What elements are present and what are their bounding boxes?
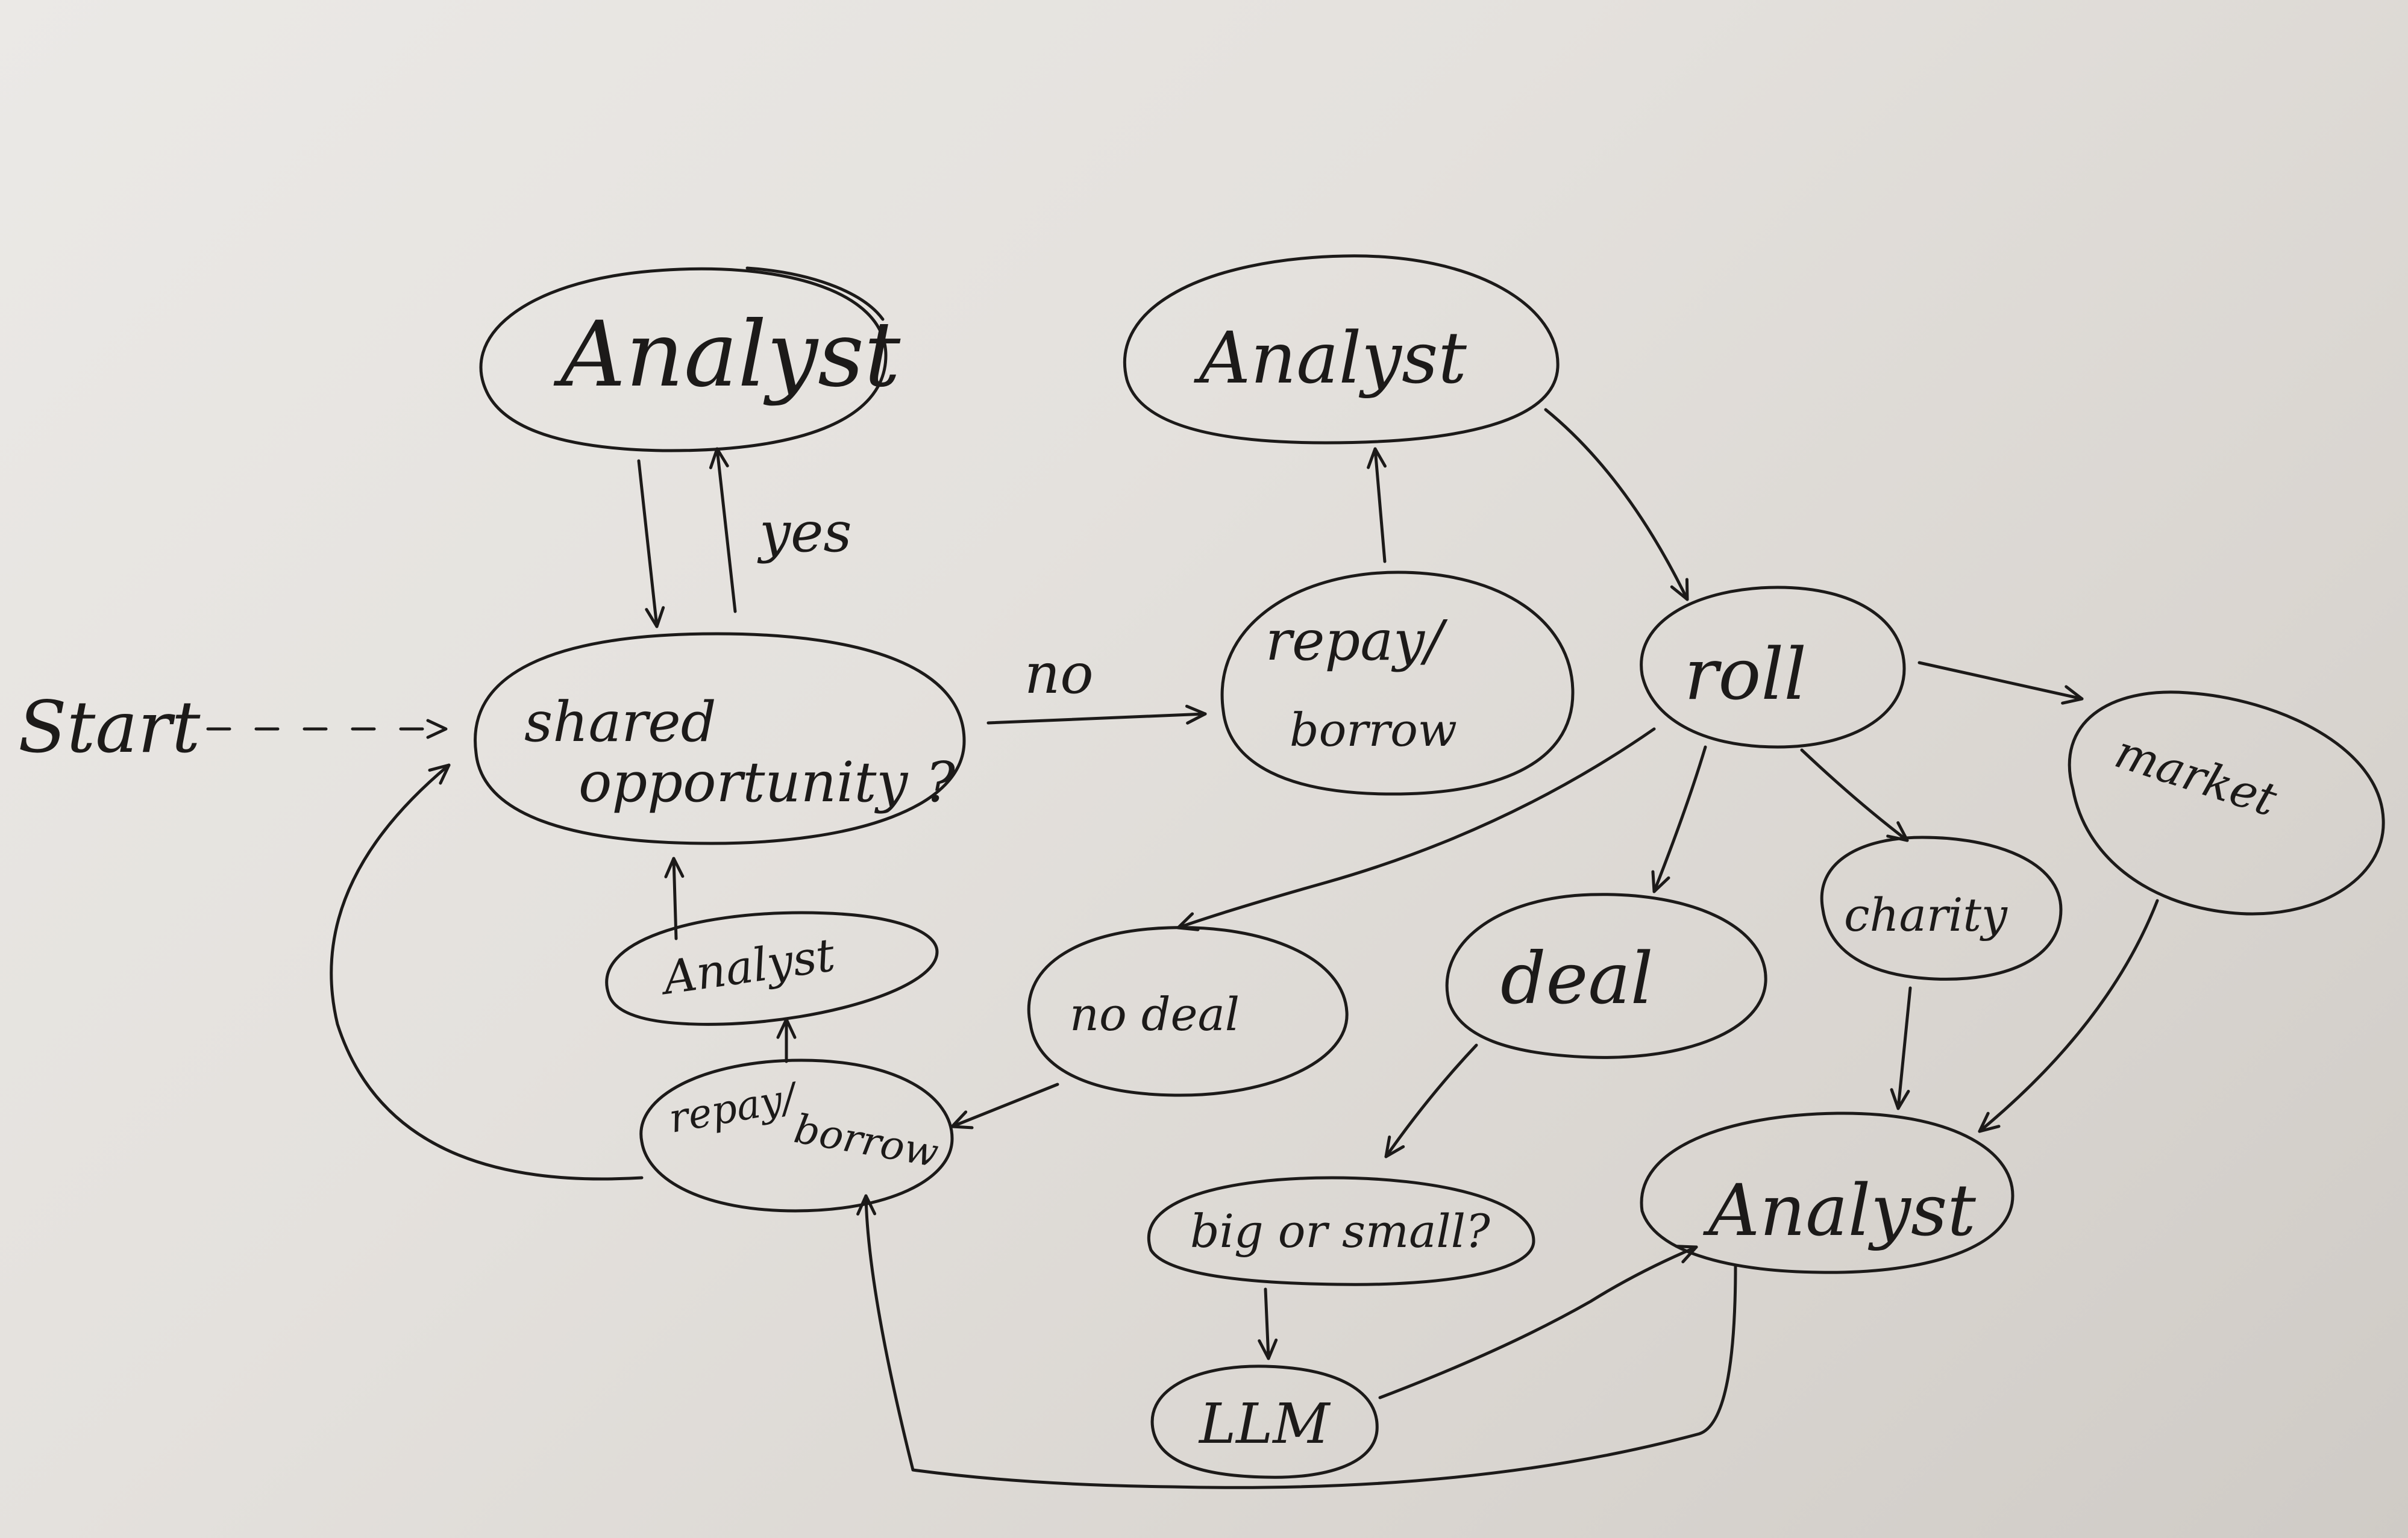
node-repay-borrow-top: repay/ borrow — [1220, 570, 1575, 796]
edge-analyst-small-to-shared-opportunity — [664, 857, 685, 940]
node-label-line1: repay/ — [665, 1074, 803, 1142]
node-label: big or small? — [1190, 1204, 1491, 1258]
node-outline — [1640, 586, 1906, 749]
node-outline — [1027, 926, 1349, 1097]
node-label-line2: borrow — [791, 1105, 942, 1177]
edge-analyst-to-shared-opportunity — [637, 459, 665, 628]
edge-label-no: no — [1024, 642, 1094, 706]
edge-roll-to-no-deal — [1176, 727, 1656, 931]
node-label: charity — [1844, 888, 2008, 942]
edge-analyst-to-roll — [1544, 408, 1689, 601]
node-outline — [605, 911, 939, 1026]
node-outline — [1820, 836, 2063, 981]
node-label: Analyst — [1703, 1169, 1977, 1252]
node-label: Analyst — [656, 928, 838, 1005]
node-analyst-small-left: Analyst — [605, 911, 939, 1026]
node-market: market — [2068, 690, 2385, 916]
node-shared-opportunity: shared opportunity ? — [474, 632, 966, 845]
edge-charity-to-analyst-bottom-right — [1890, 986, 1912, 1110]
edge-label-yes: yes — [757, 500, 852, 564]
node-analyst-top-right: Analyst — [1123, 254, 1560, 445]
node-llm: LLM — [1150, 1365, 1379, 1479]
edge-deal-to-big-or-small — [1384, 1043, 1478, 1158]
edge-repay-borrow-loop-to-shared-opportunity — [330, 763, 644, 1181]
edge-roll-to-charity — [1800, 748, 1909, 842]
node-outline — [1445, 893, 1767, 1059]
node-deal: deal — [1445, 893, 1767, 1059]
node-label: Analyst — [1194, 316, 1467, 399]
node-outline — [479, 267, 888, 452]
node-analyst-top-left: Analyst — [479, 266, 901, 452]
node-label-line2: borrow — [1290, 703, 1457, 757]
node-repay-borrow-bottom: repay/ borrow — [639, 1058, 954, 1213]
edge-llm-to-analyst-bottom-right — [1378, 1245, 1698, 1399]
node-outline-overdraw — [745, 266, 885, 321]
node-big-or-small: big or small? — [1147, 1176, 1535, 1286]
edge-market-to-analyst-bottom-right — [1978, 899, 2159, 1133]
node-charity: charity — [1820, 836, 2063, 981]
edges — [206, 408, 2159, 1489]
node-label: Analyst — [553, 302, 901, 407]
edge-roll-to-market — [1917, 661, 2084, 705]
edge-shared-opportunity-to-analyst-yes — [709, 447, 737, 613]
node-label: market — [2109, 724, 2283, 827]
edge-no-deal-to-repay-borrow — [950, 1083, 1059, 1130]
node-label: LLM — [1198, 1392, 1331, 1456]
node-outline — [1150, 1365, 1379, 1479]
node-analyst-bottom-right: Analyst — [1640, 1111, 2015, 1274]
edge-shared-opportunity-to-repay-borrow-no — [986, 704, 1207, 725]
node-outline — [639, 1058, 954, 1213]
node-roll: roll — [1640, 586, 1906, 749]
node-outline — [2068, 690, 2385, 916]
node-outline — [1123, 254, 1560, 445]
node-label: no deal — [1070, 987, 1240, 1041]
node-label-line1: repay/ — [1265, 608, 1448, 673]
node-label-line1: shared — [524, 690, 716, 754]
node-label-line2: opportunity ? — [578, 750, 956, 814]
edge-big-or-small-to-llm — [1258, 1287, 1278, 1360]
node-outline — [474, 632, 966, 845]
edge-roll-to-deal — [1651, 745, 1707, 893]
node-outline — [1640, 1111, 2015, 1274]
edge-analyst-bottom-right-to-repay-borrow — [856, 1194, 1737, 1489]
node-outline — [1220, 570, 1575, 796]
node-label: roll — [1684, 633, 1807, 716]
node-no-deal: no deal — [1027, 926, 1349, 1097]
label-start: Start — [18, 686, 201, 769]
edge-repay-borrow-to-analyst-top — [1367, 447, 1387, 563]
node-label: deal — [1500, 937, 1653, 1020]
node-outline — [1147, 1176, 1535, 1286]
